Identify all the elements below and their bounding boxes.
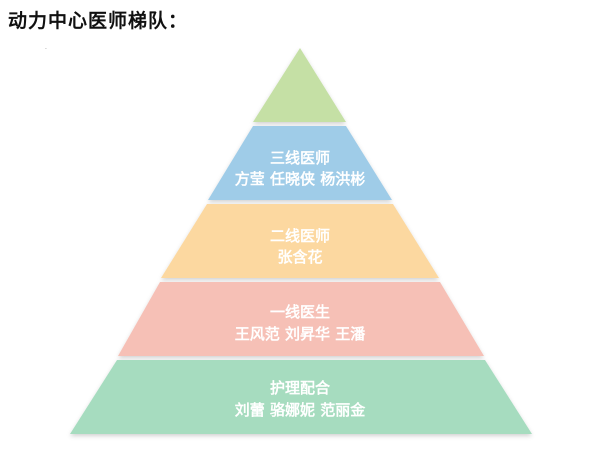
pyramid-tier-nursing-support: 护理配合 刘蕾 骆娜妮 范丽金 [70, 360, 532, 434]
tier-role-label: 二线医师 [270, 227, 330, 245]
pyramid-tier-first-line-doctors: 一线医生 王风范 刘昇华 王潘 [118, 282, 484, 356]
tier-names: 张含花 [277, 248, 322, 266]
tier-shape [208, 126, 392, 200]
tier-names: 方莹 任晓侠 杨洪彬 [235, 170, 365, 188]
tier-names: 王风范 刘昇华 王潘 [235, 325, 366, 343]
tier-role-label: 一线医生 [270, 303, 330, 321]
pyramid-tier-senior-physicians: 三线医师 方莹 任晓侠 杨洪彬 [208, 126, 392, 200]
tier-role-label: 三线医师 [270, 149, 330, 167]
page-title: 动力中心医师梯队： [8, 10, 189, 32]
tier-shape [118, 282, 484, 356]
tier-shape [161, 204, 439, 278]
pyramid-tier-second-line-physicians: 二线医师 张含花 [161, 204, 439, 278]
tier-names: 刘蕾 骆娜妮 范丽金 [235, 401, 366, 419]
pyramid-tier-apex [253, 48, 346, 122]
tier-role-label: 护理配合 [270, 379, 331, 397]
tier-shape [70, 360, 532, 434]
decorative-mark: · [45, 46, 47, 53]
tier-shape [253, 48, 346, 122]
